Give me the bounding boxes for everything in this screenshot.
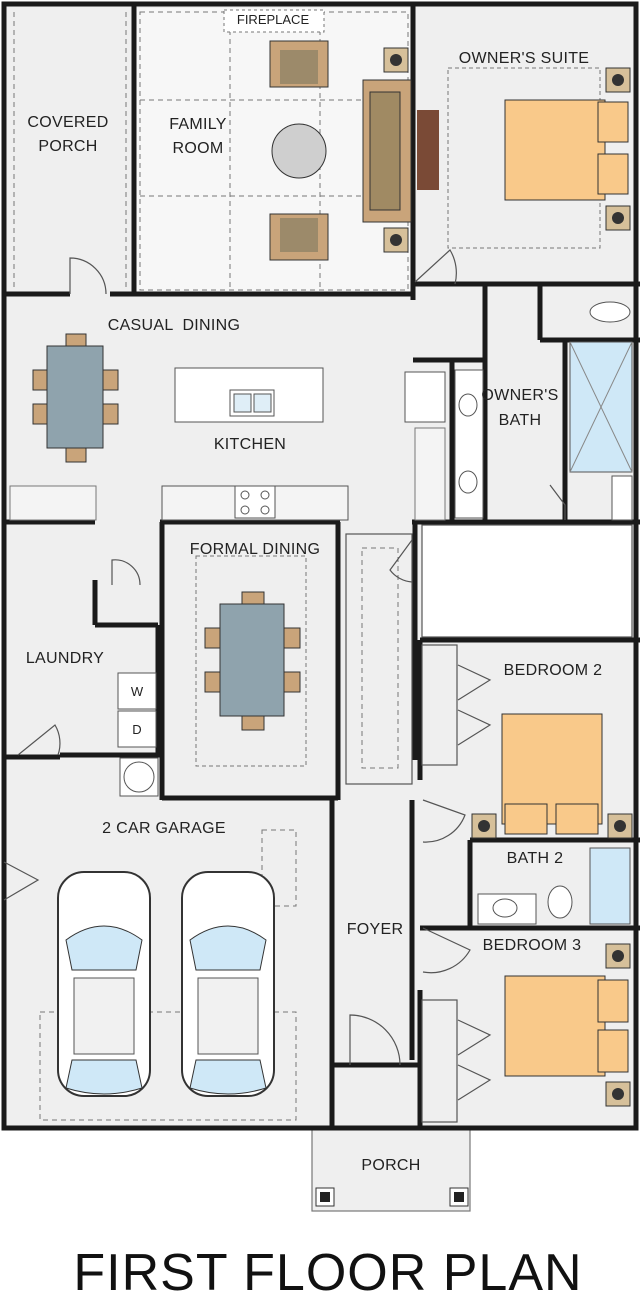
bath-2-fixtures — [477, 847, 631, 925]
tv-console — [417, 110, 439, 190]
closets — [39, 524, 633, 1123]
owners-suite-label: OWNER'S SUITE — [459, 50, 590, 67]
cooktop — [234, 485, 276, 519]
family-room-label-2: ROOM — [173, 140, 224, 157]
owners-suite-bed — [447, 67, 631, 249]
coffee-table — [271, 123, 327, 179]
refrigerator — [404, 371, 446, 423]
plan-title: FIRST FLOOR PLAN — [73, 1244, 582, 1295]
owners-bath-label-2: BATH — [499, 412, 542, 429]
casual-dining-table — [32, 333, 119, 463]
owners-bath-label-1: OWNER'S — [481, 387, 558, 404]
porch-posts — [315, 1187, 469, 1207]
car-right — [181, 871, 275, 1097]
formal-dining-label: FORMAL DINING — [190, 541, 320, 558]
fireplace-hearth — [223, 9, 325, 33]
tub — [589, 847, 631, 925]
washer-label: W — [131, 684, 144, 699]
dryer — [117, 710, 157, 748]
casual-dining-label: CASUAL DINING — [108, 317, 241, 334]
kitchen-label: KITCHEN — [214, 436, 286, 453]
washer — [117, 672, 157, 710]
bedroom-2-furniture — [457, 664, 633, 839]
bedroom-2-label: BEDROOM 2 — [504, 662, 603, 679]
toilet — [589, 301, 631, 323]
owners-bath-fixtures — [454, 301, 633, 521]
fireplace-label: FIREPLACE — [237, 12, 310, 27]
walls — [1, 1, 640, 1131]
doors — [3, 249, 566, 1066]
covered-porch-label-2: PORCH — [38, 138, 97, 155]
formal-dining-table — [195, 555, 307, 767]
family-room-furniture — [269, 40, 439, 261]
porch-label: PORCH — [361, 1157, 420, 1174]
garage-label: 2 CAR GARAGE — [102, 820, 226, 837]
family-room-label-1: FAMILY — [169, 116, 227, 133]
covered-porch-label-1: COVERED — [27, 114, 108, 131]
porch-floor — [311, 1126, 471, 1212]
room-labels: FIREPLACE COVERED PORCH FAMILY ROOM OWNE… — [26, 12, 603, 1174]
kitchen-fixtures — [9, 367, 446, 521]
covered-porch-detail — [13, 12, 127, 288]
bedroom-3-furniture — [457, 943, 631, 1107]
foyer-label: FOYER — [347, 921, 404, 938]
bath-2-label: BATH 2 — [507, 850, 564, 867]
bedroom-3-label: BEDROOM 3 — [483, 937, 582, 954]
laundry-appliances — [117, 672, 159, 797]
dryer-label: D — [132, 722, 141, 737]
car-left — [57, 871, 151, 1097]
laundry-label: LAUNDRY — [26, 650, 104, 667]
